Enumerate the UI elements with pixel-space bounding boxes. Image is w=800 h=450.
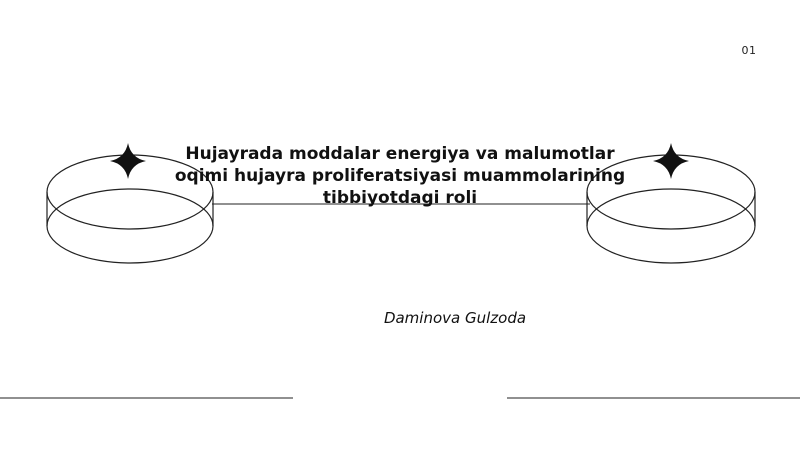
sparkle-icon xyxy=(653,143,689,179)
sparkle-icon xyxy=(110,143,146,179)
author-name: Daminova Gulzoda xyxy=(383,309,527,327)
title-line-3: tibbiyotdagi roli xyxy=(322,188,478,208)
page-number: 01 xyxy=(741,44,757,57)
title-line-2: oqimi hujayra proliferatsiyasi muammolar… xyxy=(174,166,626,186)
title-line-1: Hujayrada moddalar energiya va malumotla… xyxy=(185,144,615,164)
slide-title: Hujayrada moddalar energiya va malumotla… xyxy=(170,143,630,209)
